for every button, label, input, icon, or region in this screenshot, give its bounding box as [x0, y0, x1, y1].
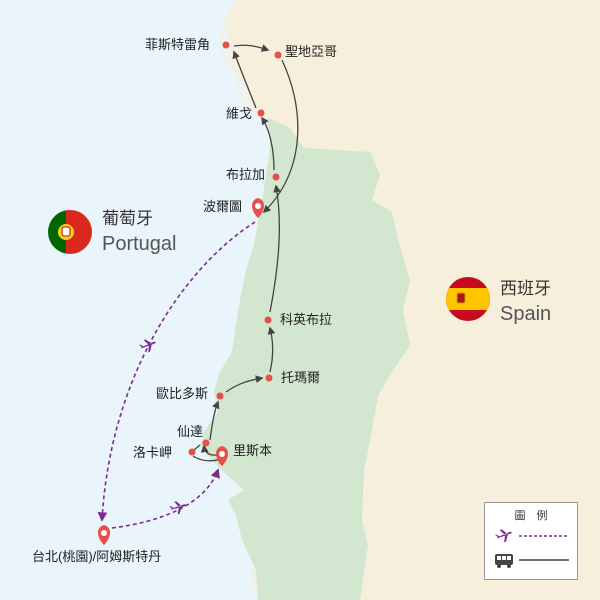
taipei-pin	[98, 525, 110, 545]
flight-route-taipei-lisbon	[111, 468, 220, 529]
porto-label: 波爾圖	[203, 199, 243, 214]
bus-route-sintra-cabo	[193, 444, 201, 451]
vigo-label: 維戈	[226, 106, 253, 121]
galicia-coast	[220, 19, 269, 121]
portugal-flag-icon	[48, 210, 92, 254]
airplane-icon	[169, 501, 187, 515]
portugal-label-zh: 葡萄牙	[102, 209, 153, 228]
taipei-amsterdam-label: 台北(桃園)/阿姆斯特丹	[32, 549, 162, 564]
braga-dot	[272, 173, 280, 181]
santiago-dot	[274, 51, 282, 59]
bus-route-braga-vigo	[261, 116, 275, 171]
braga-label: 布拉加	[226, 167, 266, 182]
obidos-label: 歐比多斯	[156, 386, 209, 401]
sintra-label: 仙達	[177, 424, 204, 439]
spain-flag-icon	[446, 277, 490, 321]
cabo-da-roca-label: 洛卡岬	[133, 445, 173, 460]
bus-route-coimbra-braga	[269, 184, 281, 313]
coimbra-label: 科英布拉	[280, 312, 333, 327]
cabo-da-roca-dot	[188, 448, 196, 456]
portugal-land	[200, 118, 410, 600]
vigo-dot	[257, 109, 265, 117]
spain-label-zh: 西班牙	[500, 279, 551, 298]
coimbra-dot	[264, 316, 272, 324]
santiago-label: 聖地亞哥	[285, 44, 338, 59]
portugal-label-en: Portugal	[102, 233, 177, 255]
bus-route-vigo-finisterre	[232, 50, 257, 109]
tomar-dot	[265, 374, 273, 382]
lisbon-label: 里斯本	[233, 443, 273, 458]
tomar-label: 托瑪爾	[281, 370, 321, 385]
airplane-icon	[495, 529, 513, 543]
spain-label-en: Spain	[500, 303, 552, 325]
legend-title: 圖 例	[514, 510, 548, 522]
legend-row-flight	[495, 529, 569, 543]
bus-route-finisterre-santiago	[233, 44, 270, 52]
airplane-icon	[139, 339, 157, 353]
flight-route-porto-taipei	[97, 221, 256, 522]
finisterre-dot	[222, 41, 230, 49]
lisbon-pin	[216, 446, 228, 466]
map-legend: 圖 例	[484, 502, 578, 580]
porto-pin	[252, 198, 264, 218]
sintra-dot	[202, 439, 210, 447]
bus-icon	[495, 554, 513, 568]
bus-route-obidos-tomar	[225, 375, 264, 393]
bus-route-lisbon-obidos	[209, 400, 220, 441]
finisterre-label: 菲斯特雷角	[145, 37, 211, 52]
bus-route-santiago-porto	[262, 59, 299, 214]
obidos-dot	[216, 392, 224, 400]
legend-row-bus	[495, 554, 569, 568]
bus-route-tomar-coimbra	[267, 326, 276, 373]
